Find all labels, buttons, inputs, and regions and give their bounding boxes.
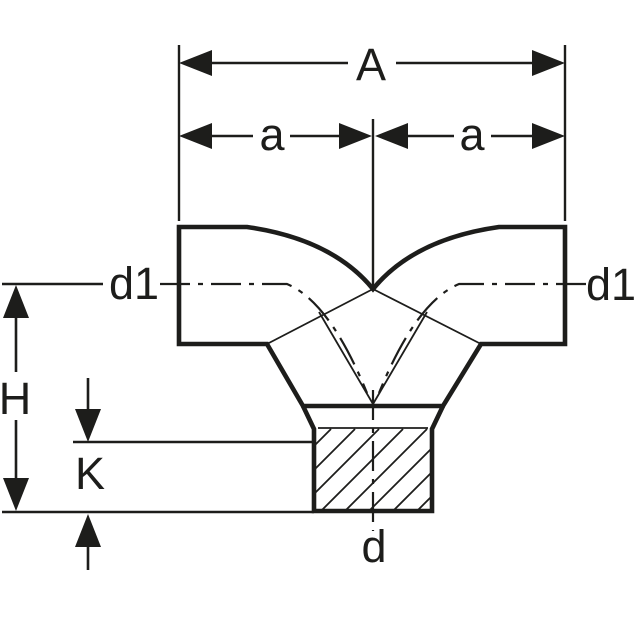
arrowhead <box>375 123 408 149</box>
dimension-label-A: A <box>356 39 386 90</box>
diameter-labels: d1 d1 d <box>109 258 636 572</box>
hatch-line <box>313 428 356 471</box>
crotch-edge-left <box>266 288 374 345</box>
hatch-line <box>320 428 404 512</box>
bore-edge-right <box>372 311 428 405</box>
arrowhead <box>532 123 565 149</box>
arrowhead <box>75 514 101 547</box>
dimension-A: A <box>179 39 565 90</box>
arrowhead <box>75 409 101 442</box>
hatch-line <box>416 495 433 512</box>
dimension-label-d1-left: d1 <box>109 258 159 309</box>
arrowhead <box>179 123 212 149</box>
dimension-K: K <box>75 378 105 570</box>
body-outline <box>176 224 568 409</box>
inner-edges <box>266 288 482 405</box>
dimension-a-left: a <box>179 109 372 160</box>
dimension-a-right: a <box>375 109 565 160</box>
arrowhead <box>179 50 212 76</box>
centerline-left-branch <box>160 282 369 394</box>
arrowhead <box>3 478 29 511</box>
dimension-label-K: K <box>75 448 105 499</box>
dimension-label-d: d <box>361 521 386 572</box>
dimension-label-a-left: a <box>259 109 285 160</box>
dimension-label-H: H <box>0 373 31 424</box>
bore-edge-left <box>318 311 374 405</box>
hatch-line <box>313 428 332 447</box>
hatch-line <box>313 428 380 495</box>
dimension-label-a-right: a <box>459 109 485 160</box>
hatch-line <box>368 447 433 512</box>
dimension-H: H <box>0 285 31 511</box>
extension-lines <box>2 45 567 514</box>
arrowhead <box>3 285 29 318</box>
centerlines <box>160 282 586 531</box>
dimension-label-d1-right: d1 <box>586 259 636 310</box>
hatch-pattern <box>313 428 433 512</box>
hatch-line <box>344 428 428 512</box>
arrowhead <box>532 50 565 76</box>
hatch-line <box>392 471 433 512</box>
crotch-edge-right <box>372 288 482 345</box>
arrowhead <box>339 123 372 149</box>
centerline-right-branch <box>377 282 586 394</box>
